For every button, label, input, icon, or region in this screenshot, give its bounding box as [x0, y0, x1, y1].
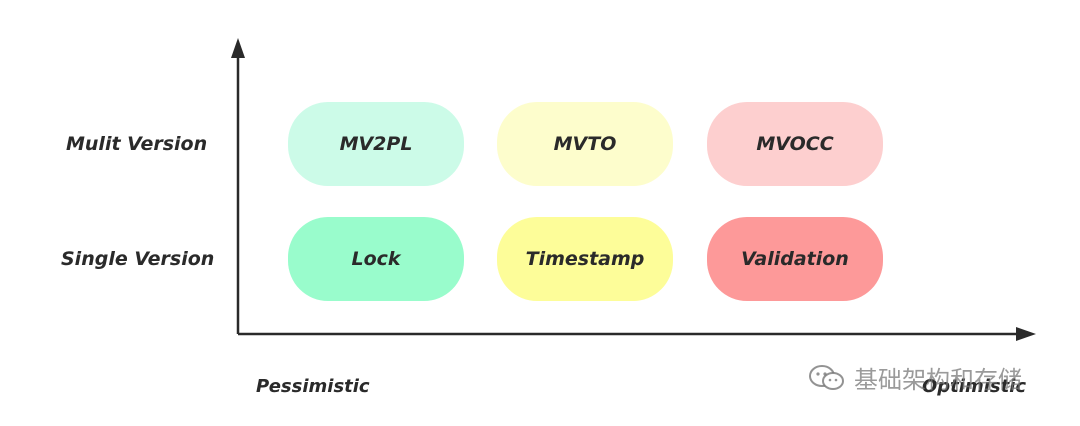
cell-timestamp: Timestamp	[497, 217, 673, 301]
cell-mv2pl: MV2PL	[288, 102, 464, 186]
cell-validation: Validation	[707, 217, 883, 301]
watermark: 基础架构和存储	[808, 360, 1022, 395]
cell-lock: Lock	[288, 217, 464, 301]
cell-mvocc: MVOCC	[707, 102, 883, 186]
row-label-multi-version: Mulit Version	[66, 133, 208, 155]
y-axis-arrow	[231, 38, 245, 58]
wechat-icon	[809, 364, 844, 390]
x-axis-arrow	[1016, 327, 1036, 341]
cell-mvto: MVTO	[497, 102, 673, 186]
axis-label-pessimistic: Pessimistic	[256, 376, 370, 397]
axis-label-optimistic: Optimistic	[922, 376, 1027, 397]
row-label-single-version: Single Version	[61, 248, 215, 270]
watermark-text: 基础架构和存储	[854, 366, 1022, 394]
